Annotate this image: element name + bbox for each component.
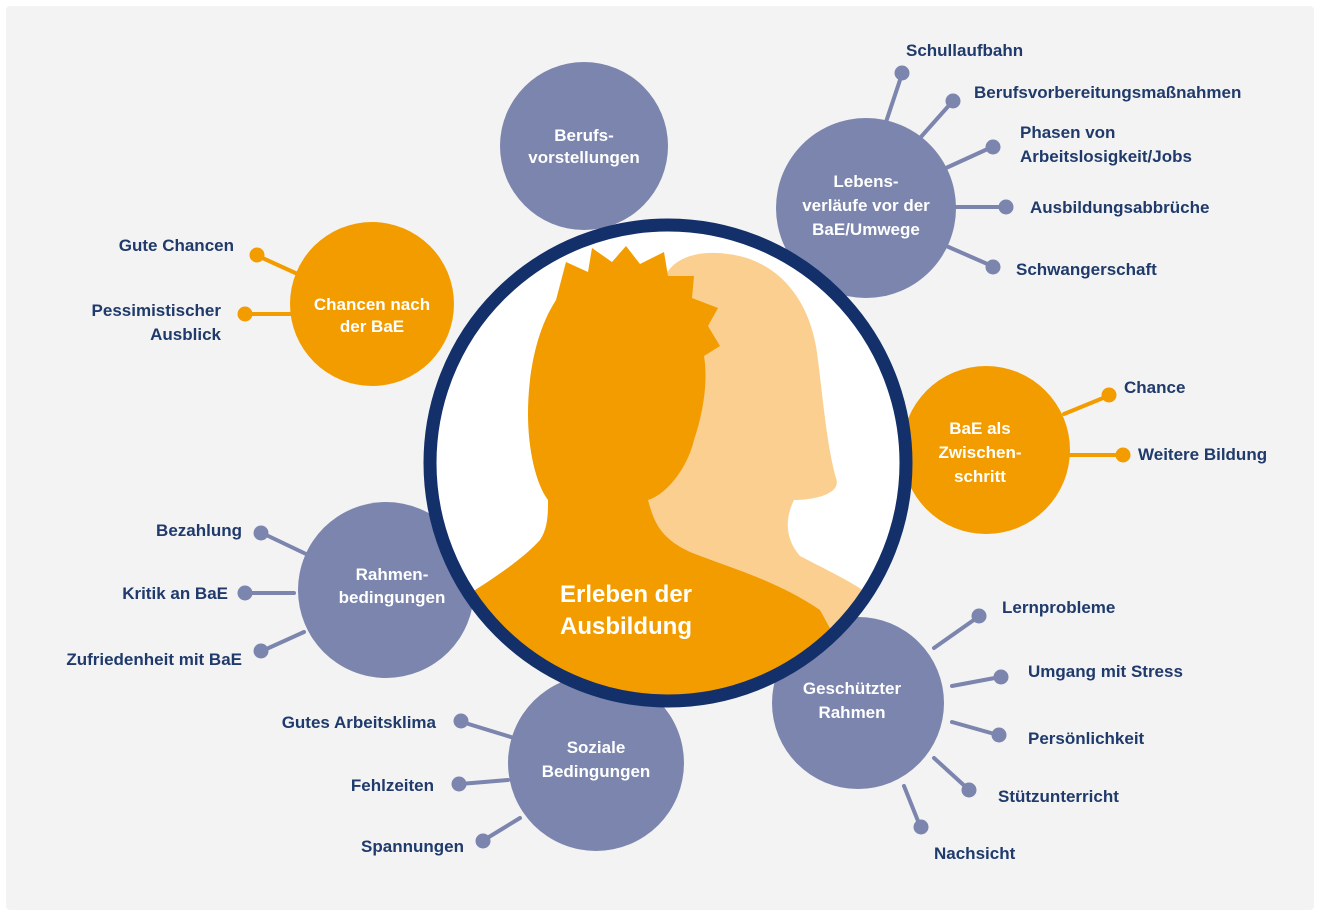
node-chancen: Chancen nach der BaE [290, 222, 454, 386]
leaf-stress: Umgang mit Stress [1028, 662, 1183, 681]
leaf-berufsvorbereitung: Berufsvorbereitungsmaßnahmen [974, 83, 1241, 102]
node-label-line2: Bedingungen [542, 762, 651, 781]
connector-dot-kritik [237, 585, 253, 601]
connector-dot-zufriedenheit [253, 643, 269, 659]
node-label-line1: Geschützter [803, 679, 902, 698]
node-soziale: Soziale Bedingungen [508, 675, 684, 851]
connectors [237, 65, 1131, 849]
connector-dot-lernprobleme [971, 608, 987, 624]
leaf-gute-chancen: Gute Chancen [119, 236, 234, 255]
connector-gute-chancen [256, 254, 304, 278]
connector-dot-schullaufbahn [894, 65, 910, 81]
connector-dot-arbeitsklima [453, 713, 469, 729]
leaf-bezahlung: Bezahlung [156, 521, 242, 540]
node-circle [290, 222, 454, 386]
connector-dot-abbrueche [998, 199, 1014, 215]
connector-schullaufbahn [882, 72, 904, 130]
connector-dot-chance [1101, 387, 1117, 403]
leaf-lernprobleme: Lernprobleme [1002, 598, 1115, 617]
node-label-line3: BaE/Umwege [812, 220, 920, 239]
leaf-phasen-line2: Arbeitslosigkeit/Jobs [1020, 147, 1192, 166]
node-label-line2: verläufe vor der [802, 196, 930, 215]
connector-dot-gute-chancen [249, 247, 265, 263]
node-rahmenbedingungen: Rahmen- bedingungen [298, 502, 474, 678]
connector-dot-stuetzunterricht [961, 782, 977, 798]
node-circle [500, 62, 668, 230]
node-label-line1: Berufs- [554, 126, 614, 145]
connector-dot-berufsvorbereitung [945, 93, 961, 109]
connector-dot-stress [993, 669, 1009, 685]
leaf-chance: Chance [1124, 378, 1185, 397]
node-label-line1: BaE als [949, 419, 1010, 438]
connector-dot-persoenlichkeit [991, 727, 1007, 743]
center-label-line2: Ausbildung [560, 613, 692, 640]
leaf-kritik: Kritik an BaE [122, 584, 228, 603]
leaf-schwangerschaft: Schwangerschaft [1016, 260, 1157, 279]
connector-berufsvorbereitung [918, 100, 954, 140]
node-label-line2: bedingungen [339, 588, 446, 607]
connector-dot-spannungen [475, 833, 491, 849]
silhouette-front-icon [440, 246, 880, 699]
connector-stress [950, 675, 1002, 688]
node-circle [508, 675, 684, 851]
connector-dot-fehlzeiten [451, 776, 467, 792]
connector-fehlzeiten [458, 778, 510, 786]
node-label-line2: Rahmen [818, 703, 885, 722]
leaf-phasen-line1: Phasen von [1020, 123, 1115, 142]
leaf-arbeitsklima: Gutes Arbeitsklima [282, 713, 437, 732]
node-label-line3: schritt [954, 467, 1006, 486]
leaf-abbrueche: Ausbildungsabbrüche [1030, 198, 1209, 217]
node-label-line2: der BaE [340, 317, 404, 336]
connector-dot-pessimistisch [237, 306, 253, 322]
connector-spannungen [482, 816, 522, 842]
node-berufsvorstellungen: Berufs- vorstellungen [500, 62, 668, 230]
connector-dot-weitere-bildung [1115, 447, 1131, 463]
node-geschuetzt: Geschützter Rahmen [772, 617, 944, 789]
connector-lernprobleme [932, 615, 980, 650]
connector-dot-nachsicht [913, 819, 929, 835]
connector-phasen [944, 145, 994, 170]
leaf-zufriedenheit: Zufriedenheit mit BaE [66, 650, 242, 669]
leaf-stuetzunterricht: Stützunterricht [998, 787, 1119, 806]
silhouettes [440, 246, 900, 699]
node-circle [776, 118, 956, 298]
leaf-labels: Schullaufbahn Berufsvorbereitungsmaßnahm… [66, 41, 1267, 863]
connector-dot-bezahlung [253, 525, 269, 541]
connector-persoenlichkeit [950, 720, 1000, 737]
connector-nachsicht [902, 784, 922, 828]
leaf-fehlzeiten: Fehlzeiten [351, 776, 434, 795]
connector-bezahlung [260, 531, 308, 556]
node-label-line1: Rahmen- [356, 565, 429, 584]
node-circle [902, 366, 1070, 534]
node-lebensverlaeufe: Lebens- verläufe vor der BaE/Umwege [776, 118, 956, 298]
node-label-line1: Lebens- [833, 172, 898, 191]
node-circle [772, 617, 944, 789]
connector-dot-schwangerschaft [985, 259, 1001, 275]
center-node: Erleben der Ausbildung [423, 218, 913, 708]
leaf-weitere-bildung: Weitere Bildung [1138, 445, 1267, 464]
connector-dot-phasen [985, 139, 1001, 155]
node-label-line1: Soziale [567, 738, 626, 757]
node-label-line2: vorstellungen [528, 148, 639, 167]
center-label-line1: Erleben der [560, 581, 692, 608]
node-circle [298, 502, 474, 678]
connector-arbeitsklima [460, 720, 516, 740]
connector-stuetzunterricht [932, 756, 970, 791]
leaf-persoenlichkeit: Persönlichkeit [1028, 729, 1145, 748]
leaf-pessimistisch-line1: Pessimistischer [92, 301, 222, 320]
connector-zufriedenheit [260, 630, 306, 653]
node-zwischenschritt: BaE als Zwischen- schritt [902, 366, 1070, 534]
leaf-nachsicht: Nachsicht [934, 844, 1016, 863]
node-label-line2: Zwischen- [938, 443, 1021, 462]
leaf-pessimistisch-line2: Ausblick [150, 325, 221, 344]
connector-schwangerschaft [942, 243, 994, 268]
connector-chance [1062, 394, 1110, 416]
node-label-line1: Chancen nach [314, 295, 430, 314]
center-ring [423, 218, 913, 708]
leaf-spannungen: Spannungen [361, 837, 464, 856]
leaf-schullaufbahn: Schullaufbahn [906, 41, 1023, 60]
